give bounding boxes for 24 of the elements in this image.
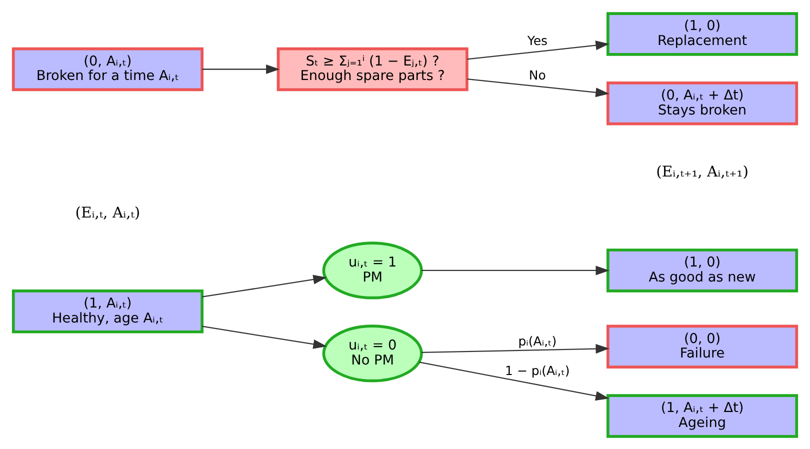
node-ellipse: uᵢ,ₜ = 0 No PM [322, 324, 423, 382]
edge-label: pᵢ(Aᵢ,ₜ) [518, 332, 557, 348]
arrow [202, 274, 327, 297]
arrow [202, 325, 327, 348]
node-box: (0, Aᵢ,ₜ + Δt) Stays broken [606, 80, 798, 125]
node-box: (1, Aᵢ,ₜ) Healthy, age Aᵢ,ₜ [12, 289, 204, 333]
node-ellipse: uᵢ,ₜ = 1 PM [322, 241, 423, 299]
label: (Eᵢ,ₜ₊₁, Aᵢ,ₜ₊₁) [656, 163, 748, 180]
node-box: (0, 0) Failure [606, 324, 798, 368]
arrow [202, 64, 280, 74]
arrow [422, 265, 610, 275]
arrow [422, 344, 610, 354]
node-box: Sₜ ≥ Σⱼ₌₁ⁱ (1 − Eⱼ,ₜ) ? Enough spare parts ? [276, 46, 468, 91]
node-box: (1, Aᵢ,ₜ + Δt) Ageing [606, 394, 798, 438]
node-box: (1, 0) Replacement [606, 12, 798, 56]
arrow [419, 361, 610, 400]
label: (Eᵢ,ₜ, Aᵢ,ₜ) [75, 204, 140, 221]
edge-label: 1 − pᵢ(Aᵢ,ₜ) [505, 362, 570, 378]
arrow [467, 78, 610, 97]
edge-label: No [528, 66, 546, 82]
edge-label: Yes [527, 32, 548, 48]
node-box: (0, Aᵢ,ₜ) Broken for a time Aᵢ,ₜ [12, 46, 204, 91]
node-box: (1, 0) As good as new [606, 248, 798, 292]
arrow [467, 40, 610, 60]
